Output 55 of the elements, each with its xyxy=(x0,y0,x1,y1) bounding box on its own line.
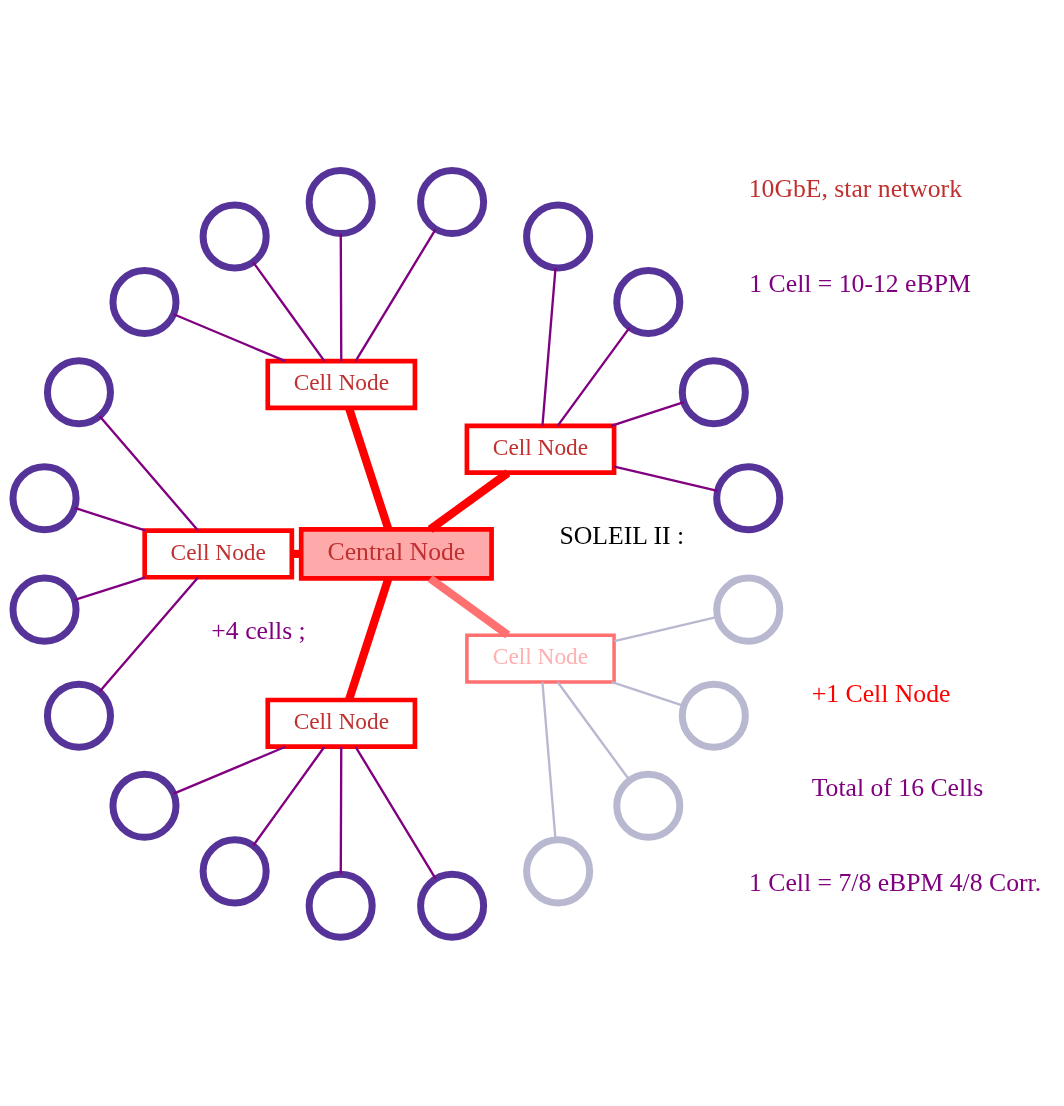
node-circle xyxy=(523,200,594,272)
node-box: Cell Node xyxy=(265,358,418,410)
connector xyxy=(354,228,437,362)
node-circle xyxy=(713,574,784,645)
node-circle xyxy=(305,870,376,941)
connector xyxy=(611,400,685,427)
label: 1 Cell = 10-12 eBPM xyxy=(749,268,971,298)
connector xyxy=(74,506,146,532)
connector xyxy=(173,745,286,795)
node-box: Cell Node xyxy=(465,633,616,684)
node-circle xyxy=(417,870,488,941)
connector xyxy=(556,326,631,426)
connector xyxy=(252,261,326,362)
node-circle xyxy=(109,266,180,337)
node-circle xyxy=(678,680,749,751)
connector xyxy=(292,549,302,558)
connector xyxy=(614,465,718,492)
node-circle xyxy=(305,166,376,237)
label: SOLEIL II : xyxy=(559,520,685,550)
node-box: Central Node xyxy=(298,526,494,581)
node-circle xyxy=(109,770,180,841)
node-circle xyxy=(9,462,80,533)
label: Total of 16 Cells xyxy=(811,772,984,802)
connector xyxy=(556,681,631,781)
label: +4 cells ; xyxy=(211,615,306,645)
label: +1 Cell Node xyxy=(811,678,951,708)
node-box: Cell Node xyxy=(265,697,418,749)
node-circle xyxy=(417,166,488,237)
connector xyxy=(614,615,718,642)
connector xyxy=(74,575,146,601)
connector xyxy=(339,746,343,874)
node-circle xyxy=(199,835,270,906)
node-circle xyxy=(613,266,684,337)
connector xyxy=(339,233,343,361)
node-circle xyxy=(43,680,114,751)
node-circle xyxy=(523,835,594,906)
node-box: Cell Node xyxy=(142,527,295,580)
node-box: Cell Node xyxy=(464,423,617,475)
node-circle xyxy=(199,200,270,272)
connector xyxy=(427,574,511,638)
connector xyxy=(427,469,511,533)
node-circle xyxy=(678,356,749,427)
label: 10GbE, star network xyxy=(748,173,963,203)
node-circle xyxy=(713,462,784,533)
connector xyxy=(541,681,557,840)
node-circle xyxy=(9,574,80,645)
connector xyxy=(98,576,199,692)
node-circle xyxy=(613,770,684,841)
label: 1 Cell = 7/8 eBPM 4/8 Corr. xyxy=(749,867,1042,897)
connector xyxy=(354,745,437,879)
connector xyxy=(173,312,286,362)
connector xyxy=(541,267,557,426)
connector xyxy=(98,415,199,531)
node-circle xyxy=(43,356,114,427)
connector xyxy=(252,745,326,846)
